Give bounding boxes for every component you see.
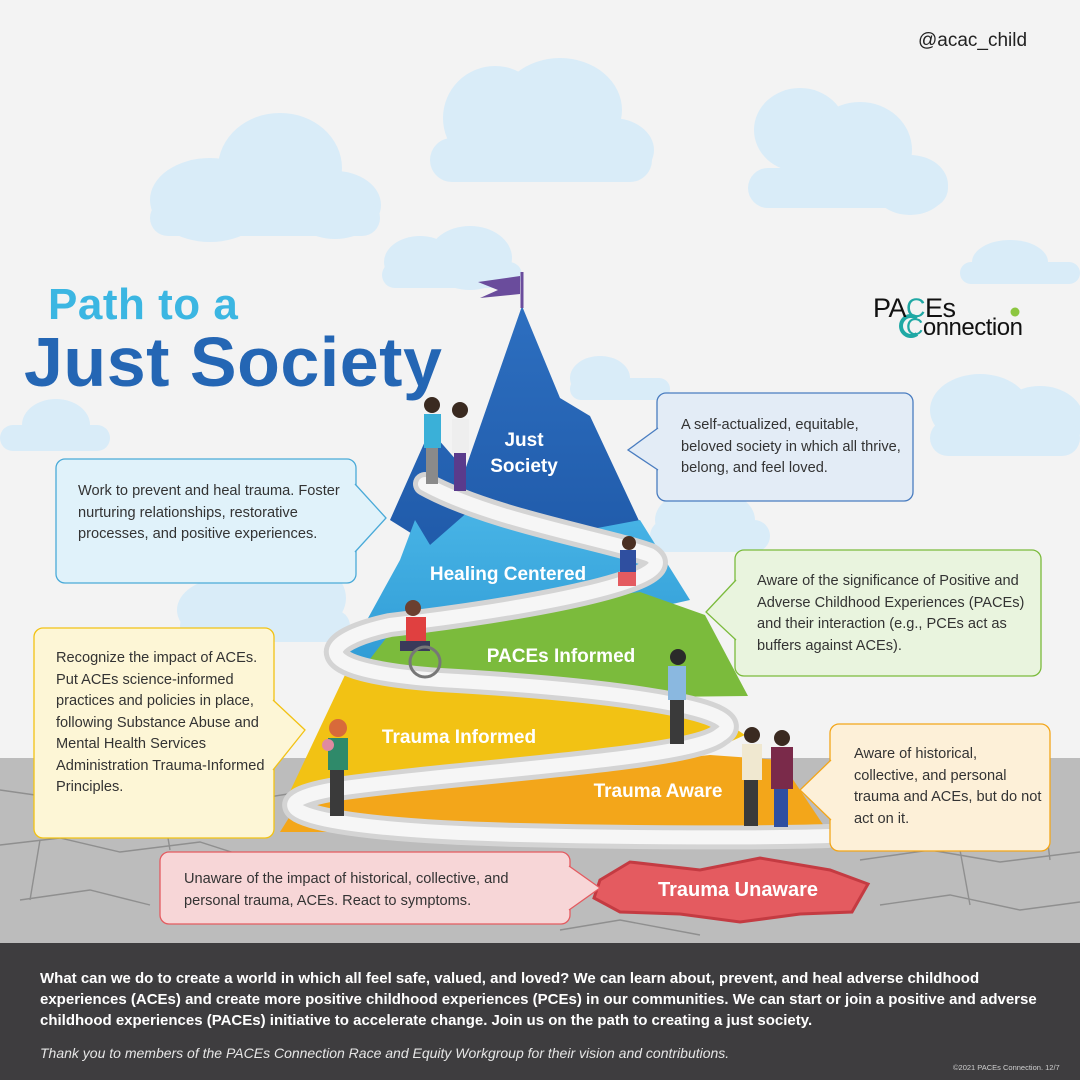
- level-label-healing-centered: Healing Centered: [429, 564, 587, 585]
- logo-text: n: [1009, 314, 1023, 341]
- callout-trauma-informed: [33, 627, 306, 839]
- level-label-trauma-unaware: Trauma Unaware: [657, 879, 819, 901]
- callout-healing-centered: [55, 458, 387, 584]
- description-healing-centered: Work to prevent and heal trauma. Foster …: [78, 483, 340, 542]
- logo-text: Es: [925, 293, 956, 323]
- person-standing: [771, 730, 793, 827]
- clouds: [0, 58, 1080, 642]
- logo-text: C: [906, 293, 926, 323]
- level-label-trauma-aware: Trauma Aware: [593, 781, 723, 802]
- summit-flag: [478, 272, 524, 308]
- person-in-wheelchair: [400, 600, 442, 679]
- footer-thanks: Thank you to members of the PACEs Connec…: [40, 1045, 730, 1061]
- logo-text: onnecti: [922, 314, 997, 341]
- person-walking: [668, 649, 686, 744]
- cloud: [430, 58, 654, 182]
- logo-accents: [899, 307, 1020, 338]
- people: [322, 397, 793, 827]
- description-paces-informed: Aware of the significance of Positive an…: [757, 573, 1025, 654]
- cloud: [570, 356, 670, 400]
- person-carrying-child: [322, 719, 348, 816]
- callout-shapes: [33, 392, 1051, 925]
- callout-paces-informed: [705, 549, 1042, 677]
- description-trauma-aware: Aware of historical, collective, and per…: [854, 746, 1042, 827]
- person-standing: [452, 402, 469, 491]
- cloud: [960, 240, 1080, 284]
- callout-trauma-unaware: [159, 851, 602, 925]
- callout-just-society: [626, 392, 914, 502]
- description-just-society: A self-actualized, equitable, beloved so…: [681, 417, 901, 476]
- logo-text: o: [996, 314, 1010, 341]
- cloud: [650, 488, 770, 552]
- level-label-paces-informed: PACEs Informed: [486, 646, 636, 667]
- social-handle: @acac_child: [918, 30, 1028, 51]
- level-label-just-society: Just Society: [490, 430, 558, 477]
- footer-copyright: ©2021 PACEs Connection. 12/7: [953, 1063, 1060, 1072]
- title-line-1: Path to a: [48, 280, 239, 329]
- callout-trauma-aware: [799, 723, 1051, 852]
- person-walking: [618, 536, 636, 586]
- description-trauma-unaware: Unaware of the impact of historical, col…: [184, 871, 509, 909]
- cloud: [0, 399, 110, 451]
- paces-connection-logo-line2: Connection: [906, 314, 1023, 342]
- description-trauma-informed: Recognize the impact of ACEs. Put ACEs s…: [56, 650, 265, 795]
- logo-text: C: [906, 314, 923, 341]
- level-label-trauma-informed: Trauma Informed: [381, 727, 537, 748]
- cloud: [930, 374, 1080, 456]
- footer-banner: What can we do to create a world in whic…: [0, 943, 1080, 1080]
- trauma-unaware-pit: [592, 856, 871, 924]
- title-line-2: Just Society: [24, 323, 443, 401]
- cloud: [748, 88, 948, 215]
- winding-path: [282, 472, 840, 850]
- paces-connection-logo: PACEs: [873, 293, 956, 324]
- person-standing: [742, 727, 762, 826]
- person-standing: [424, 397, 441, 484]
- footer-text: What can we do to create a world in whic…: [40, 970, 1037, 1029]
- cloud: [150, 113, 381, 242]
- logo-text: PA: [873, 293, 907, 323]
- tier-trauma-aware: [280, 755, 828, 832]
